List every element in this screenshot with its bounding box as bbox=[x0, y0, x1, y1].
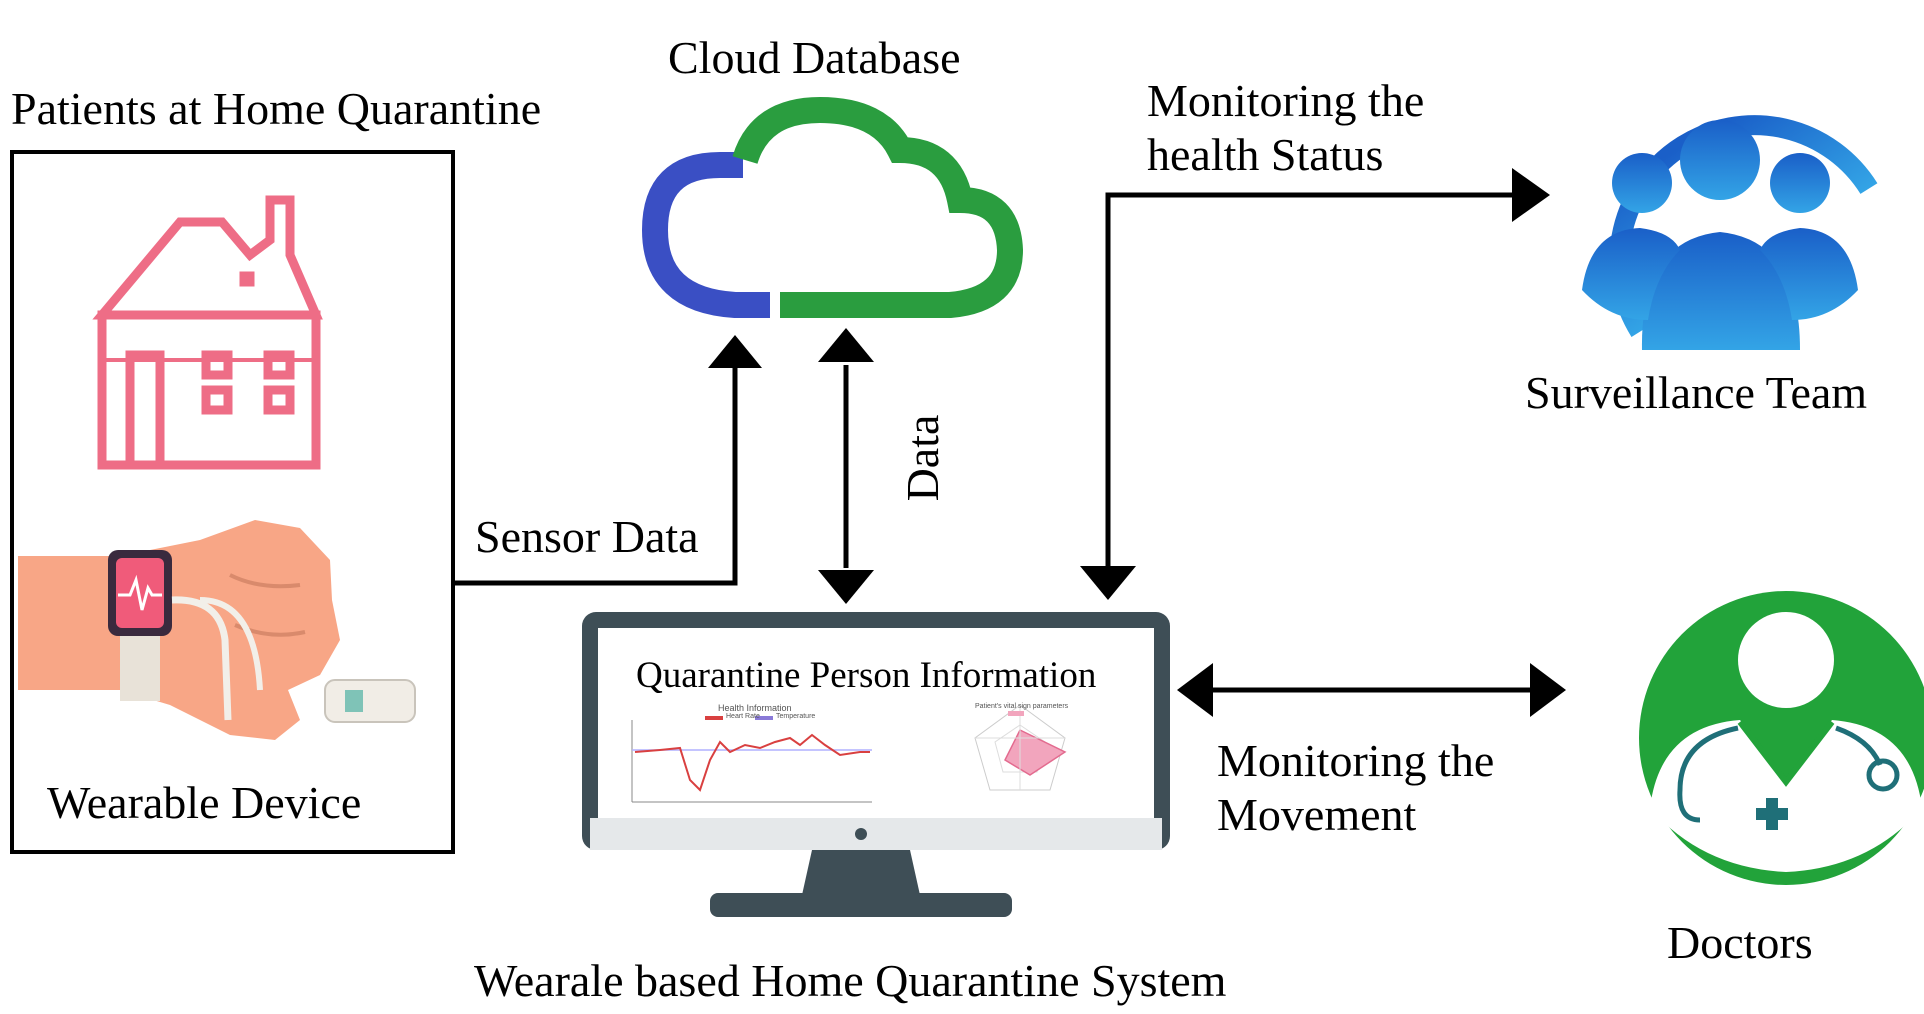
screen-chart-vitals bbox=[974, 704, 1067, 791]
screen-chart-1-legend-heart: Heart Rate bbox=[726, 713, 760, 720]
wearable-device-label: Wearable Device bbox=[47, 777, 362, 828]
doctor-icon bbox=[1639, 591, 1924, 885]
arrowhead-movement-right bbox=[1530, 663, 1566, 717]
screen-chart-2-title: Patient's vital sign parameters bbox=[975, 703, 1069, 710]
surveillance-team-title: Surveillance Team bbox=[1525, 367, 1868, 418]
arrowhead-movement-left bbox=[1177, 663, 1213, 717]
arrowhead-health-down bbox=[1080, 566, 1136, 600]
arrowhead-sensor-up bbox=[708, 335, 762, 368]
system-title: Wearale based Home Quarantine System bbox=[474, 955, 1227, 1006]
house-icon bbox=[92, 195, 323, 470]
edge-label-sensor-data: Sensor Data bbox=[475, 511, 699, 562]
edge-label-data: Data bbox=[897, 414, 948, 502]
cloud-database-title: Cloud Database bbox=[668, 32, 961, 83]
team-group-icon bbox=[1582, 115, 1878, 350]
connectors bbox=[455, 168, 1566, 717]
patients-title: Patients at Home Quarantine bbox=[11, 83, 542, 134]
arrowhead-data-up bbox=[818, 328, 874, 362]
edge-monitoring-health bbox=[1105, 192, 1515, 566]
screen-chart-1-legend-temp: Temperature bbox=[776, 713, 816, 720]
patients-box bbox=[10, 150, 455, 854]
edge-label-monitoring-health: Monitoring the health Status bbox=[1147, 75, 1425, 181]
screen-chart-health bbox=[631, 716, 872, 803]
arrowhead-health-right bbox=[1512, 168, 1550, 222]
doctors-title: Doctors bbox=[1667, 917, 1813, 968]
edge-label-monitoring-movement: Monitoring the Movement bbox=[1217, 735, 1495, 841]
cloud-icon bbox=[641, 96, 1024, 318]
edge-sensor-data bbox=[455, 368, 738, 586]
screen-title: Quarantine Person Information bbox=[636, 655, 1097, 696]
arrowhead-data-down bbox=[818, 570, 874, 604]
smartwatch-on-wrist-icon bbox=[18, 520, 340, 740]
screen-chart-1-title: Health Information bbox=[718, 703, 792, 713]
pulse-oximeter-icon bbox=[324, 679, 416, 723]
